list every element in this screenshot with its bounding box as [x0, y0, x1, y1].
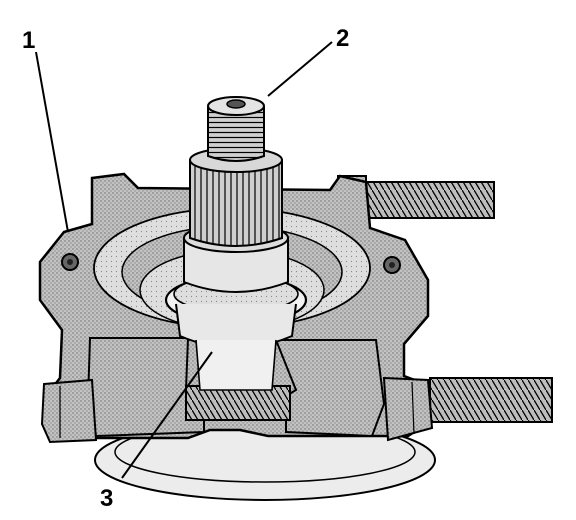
leader-line-1 [35, 51, 69, 233]
lower-forcing-screw [429, 377, 553, 423]
axle-shaft [183, 96, 289, 293]
callout-3: 3 [100, 485, 113, 512]
leader-line-2 [267, 41, 333, 97]
callout-1: 1 [22, 27, 35, 54]
leader-lines [35, 41, 333, 479]
callout-2: 2 [336, 25, 349, 52]
leader-line-3 [121, 351, 213, 479]
